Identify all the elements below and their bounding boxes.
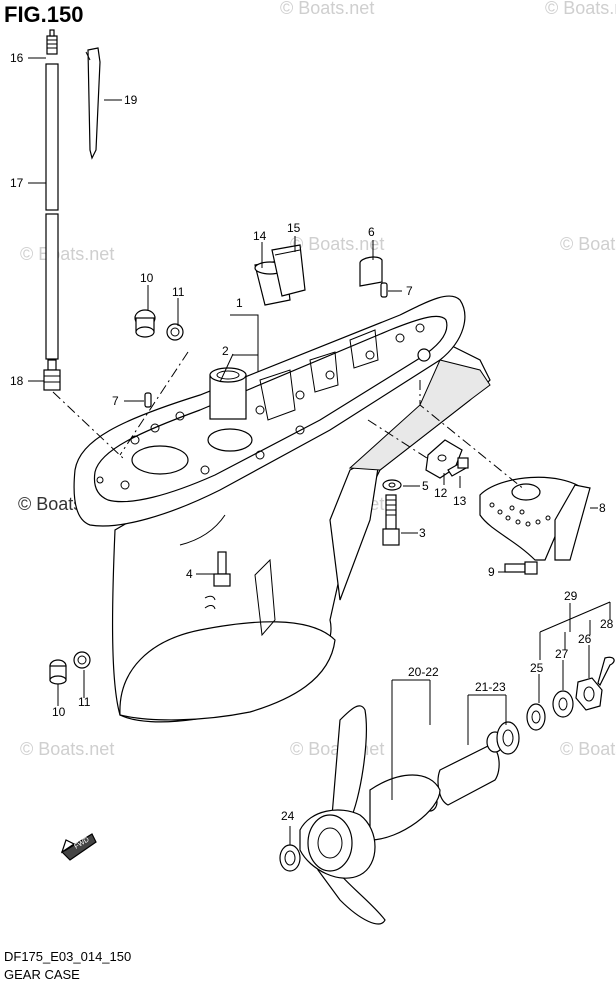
part-27-spacer — [552, 690, 574, 718]
part-11-gasket — [166, 323, 184, 341]
part-1-gear-case — [73, 295, 491, 723]
part-6-plate — [359, 256, 383, 287]
part-10-drain-plug — [134, 309, 156, 338]
part-7-dowel-pin — [380, 282, 388, 298]
callout-16: 16 — [10, 51, 24, 65]
watermark-text: © Boats.net — [290, 234, 384, 254]
callout-7b: 7 — [112, 394, 119, 408]
callout-9: 9 — [488, 565, 495, 579]
callout-19: 19 — [124, 93, 138, 107]
callout-17: 17 — [10, 176, 24, 190]
part-20-thrust-washer — [496, 721, 520, 755]
callout-labels: 16 19 17 18 1 2 14 15 6 7 10 11 7 5 3 12… — [10, 51, 614, 823]
part-13-screw — [447, 457, 469, 477]
callout-29: 29 — [564, 589, 578, 603]
callout-13: 13 — [453, 494, 467, 508]
callout-20-22: 20-22 — [408, 665, 439, 679]
callout-11a: 11 — [172, 285, 185, 299]
callout-4: 4 — [186, 567, 193, 581]
diagram-code: DF175_E03_014_150 — [4, 949, 132, 964]
callout-14: 14 — [253, 229, 267, 243]
part-16-rod-end — [46, 29, 58, 55]
diagram-name: GEAR CASE — [4, 967, 80, 982]
callout-24: 24 — [281, 809, 295, 823]
figure-title: FIG.150 — [4, 2, 84, 27]
callout-2: 2 — [222, 344, 229, 358]
watermark-text: © Boats.net — [545, 0, 616, 18]
part-8-anode — [479, 476, 591, 561]
fwd-arrow-icon: FWD — [60, 833, 97, 861]
leader-lines — [28, 57, 611, 845]
part-19-tie — [85, 47, 101, 160]
callout-12: 12 — [434, 486, 448, 500]
part-15-clip — [271, 244, 306, 297]
part-4-bolt — [213, 551, 231, 587]
callout-7a: 7 — [406, 284, 413, 298]
callout-27: 27 — [555, 647, 569, 661]
part-10-drain-plug-lower — [49, 659, 67, 685]
callout-25: 25 — [530, 661, 544, 675]
part-3-bolt — [382, 494, 400, 546]
callout-3: 3 — [419, 526, 426, 540]
callout-18: 18 — [10, 374, 24, 388]
part-18-rod-coupling — [43, 359, 61, 391]
callout-8: 8 — [599, 501, 606, 515]
propeller — [299, 705, 441, 925]
callout-10b: 10 — [52, 705, 66, 719]
watermark-text: © Boats.net — [560, 234, 616, 254]
callout-26: 26 — [578, 632, 592, 646]
watermark-text: © Boats.net — [280, 0, 374, 18]
callout-28: 28 — [600, 617, 614, 631]
part-28-cotter-pin — [597, 656, 615, 687]
watermark-text: © Boats.net — [560, 739, 616, 759]
callout-11b: 11 — [78, 695, 91, 709]
watermark-text: © Boats.net — [20, 244, 114, 264]
part-7-dowel-pin — [144, 392, 152, 408]
part-11-gasket-lower — [73, 651, 91, 669]
callout-6: 6 — [368, 225, 375, 239]
part-17-shift-rod — [45, 63, 59, 360]
part-5-washer — [382, 479, 402, 491]
part-25-washer — [526, 703, 546, 731]
part-9-bolt — [504, 561, 538, 575]
center-lines — [52, 351, 526, 491]
callout-15: 15 — [287, 221, 301, 235]
part-26-nut — [575, 677, 603, 711]
callout-1: 1 — [236, 296, 243, 310]
callout-5: 5 — [422, 479, 429, 493]
part-24-spacer — [279, 844, 301, 872]
callout-21-23: 21-23 — [475, 680, 506, 694]
callout-10a: 10 — [140, 271, 154, 285]
watermark-text: © Boats.net — [20, 739, 114, 759]
